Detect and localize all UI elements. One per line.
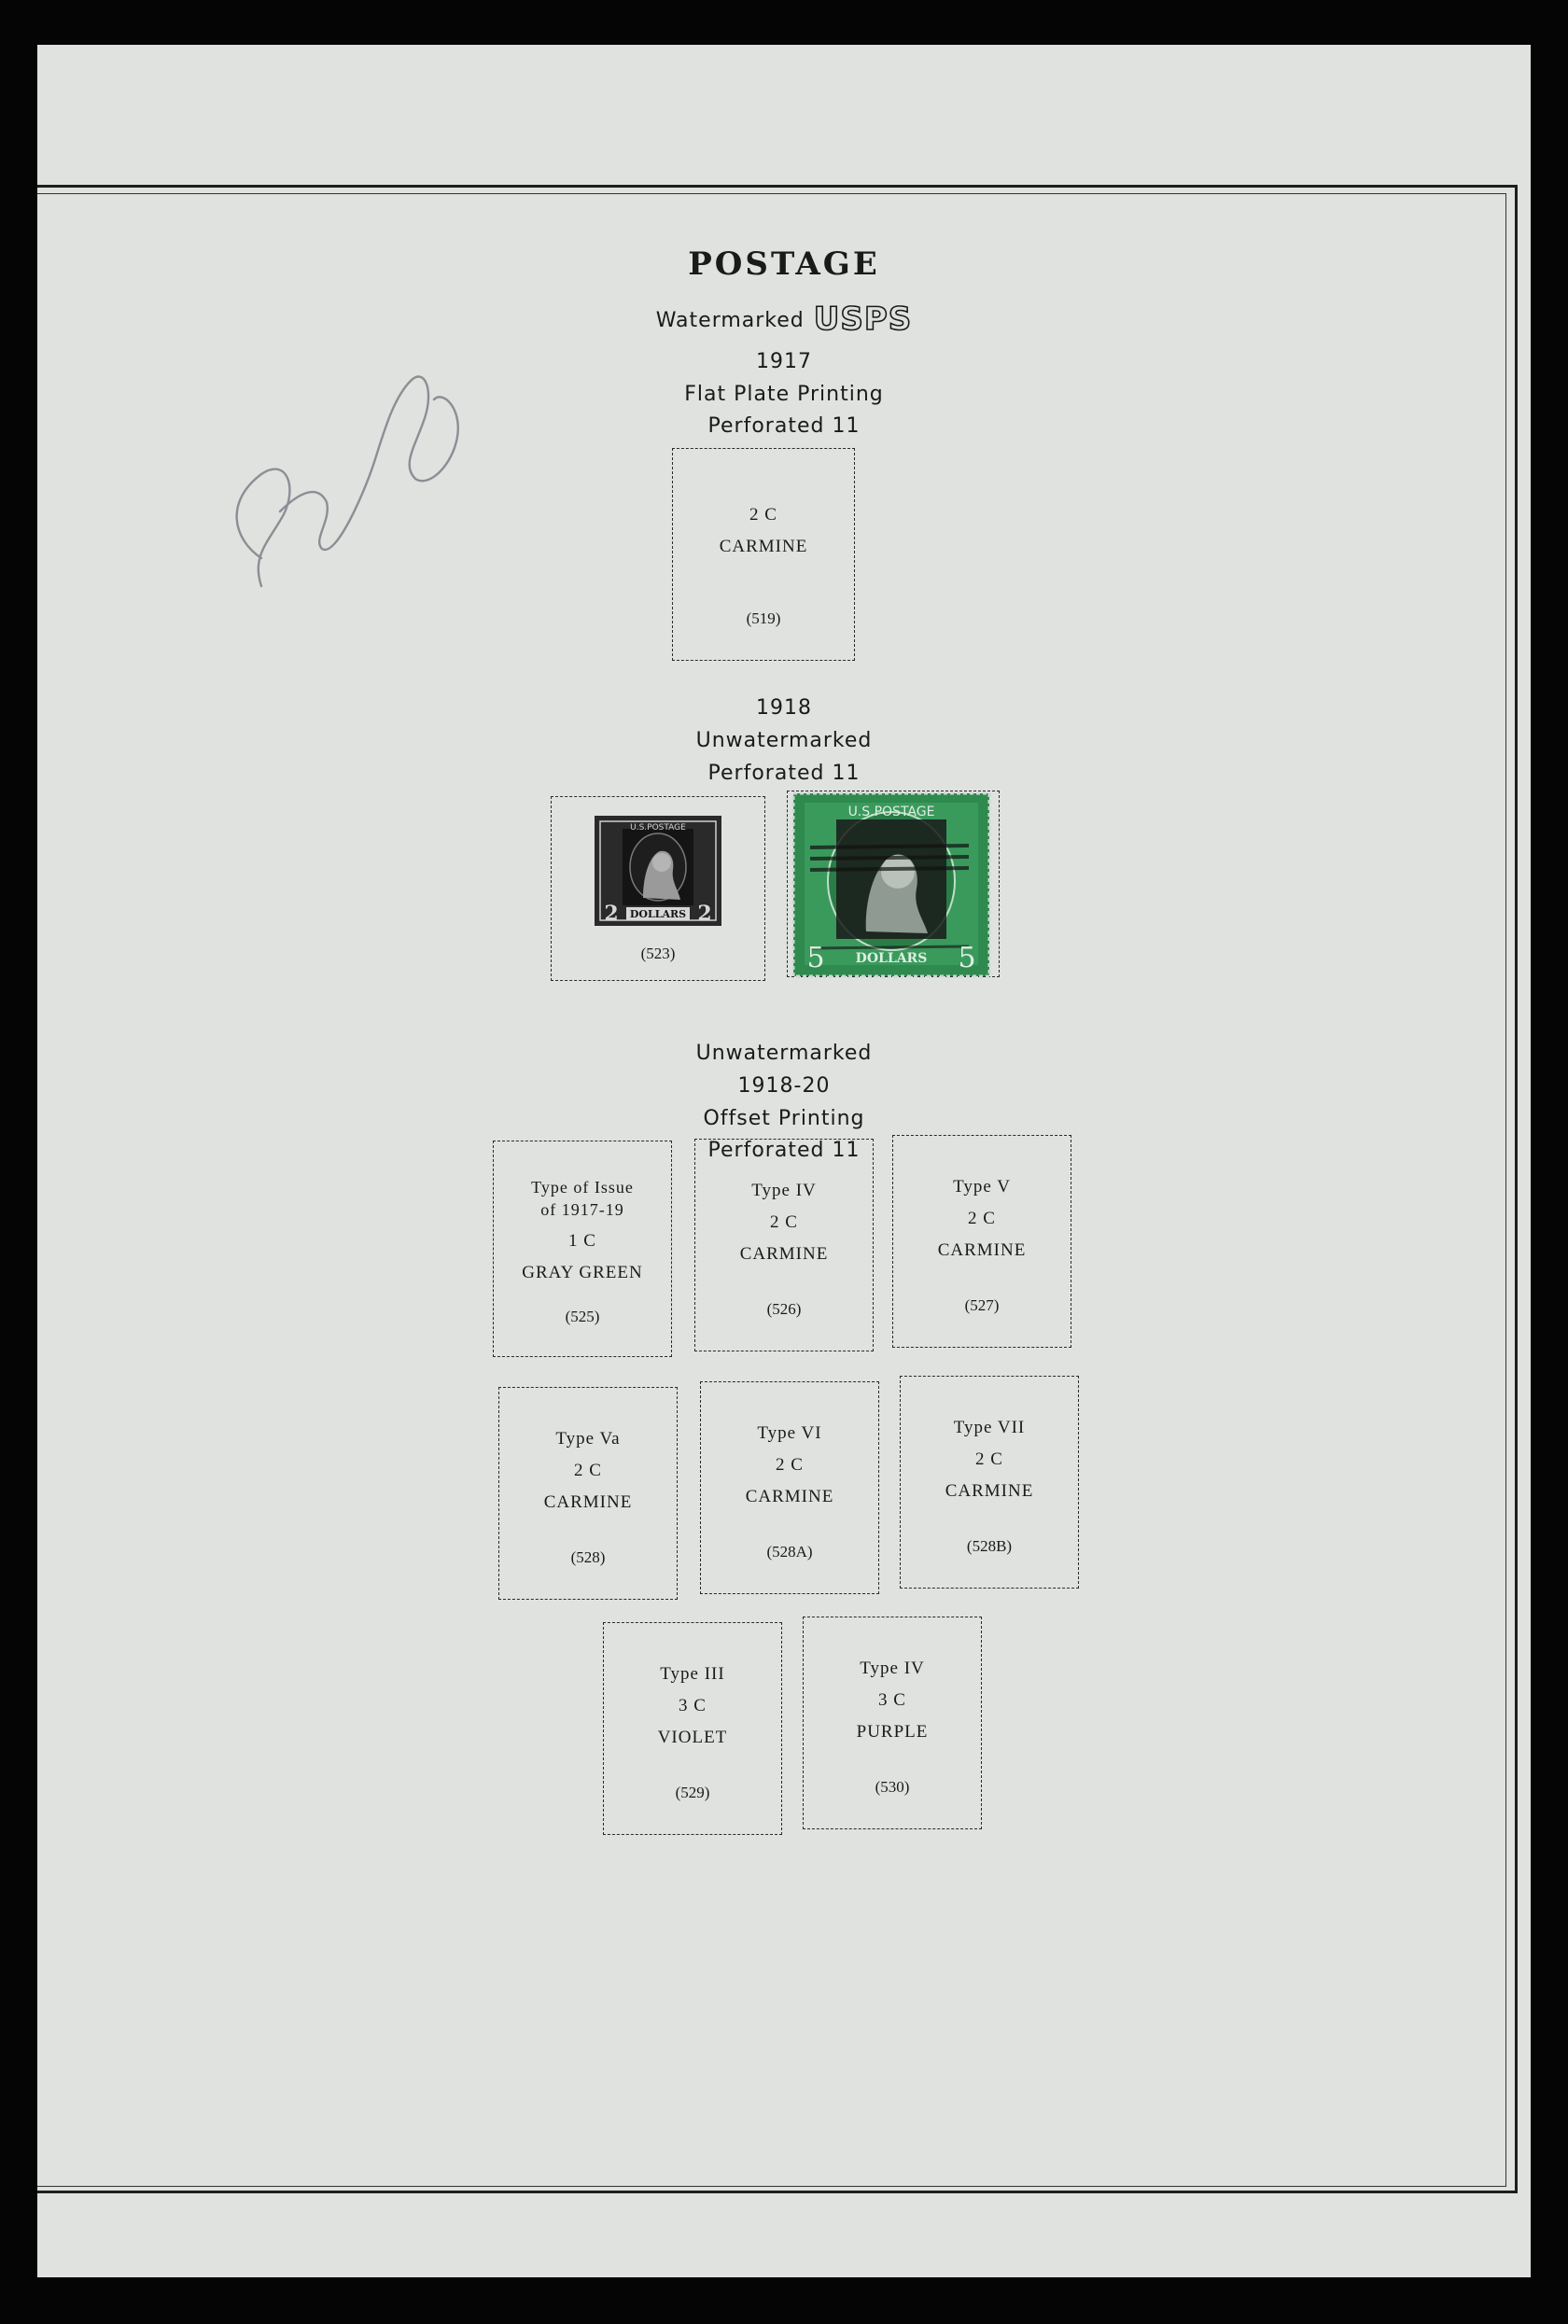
color-label: CARMINE xyxy=(937,1240,1027,1260)
color-label: GRAY GREEN xyxy=(522,1263,643,1282)
perforation-label: Perforated 11 xyxy=(707,414,861,438)
stamp-top-text: U.S.POSTAGE xyxy=(630,823,686,833)
unwatermarked-label-2: Unwatermarked xyxy=(695,1042,873,1065)
value-label: 2 C xyxy=(968,1209,996,1228)
catalog-number: (528) xyxy=(570,1548,606,1566)
color-label: PURPLE xyxy=(856,1722,929,1742)
value-label: 3 C xyxy=(878,1690,906,1710)
catalog-number: (527) xyxy=(964,1296,1000,1314)
stamp-space-519: 2 C CARMINE (519) xyxy=(672,448,855,661)
album-page: POSTAGE Watermarked USPS 1917 Flat Plate … xyxy=(37,45,1531,2277)
value-label: 1 C xyxy=(568,1231,596,1251)
unwatermarked-label: Unwatermarked xyxy=(695,729,873,752)
usps-watermark-mark: USPS xyxy=(813,300,913,339)
type-label: Type VII xyxy=(953,1418,1026,1437)
type-label: Type Va xyxy=(555,1429,621,1449)
value-label: 2 C xyxy=(770,1212,798,1232)
stamp-space-526: Type IV 2 C CARMINE (526) xyxy=(694,1139,874,1351)
watermark-line: Watermarked USPS xyxy=(37,300,1531,339)
catalog-number: (530) xyxy=(875,1778,910,1796)
catalog-number: (525) xyxy=(565,1308,600,1325)
catalog-number: (519) xyxy=(746,609,781,627)
year-1917: 1917 xyxy=(756,350,812,373)
value-label: 2 C xyxy=(776,1455,804,1475)
type-label: Type V xyxy=(953,1177,1011,1197)
stamp-space-525: Type of Issue of 1917-19 1 C GRAY GREEN … xyxy=(493,1141,672,1357)
catalog-number: (528A) xyxy=(766,1543,813,1561)
stamp-space-528A: Type VI 2 C CARMINE (528A) xyxy=(700,1381,879,1594)
stamp-value-right: 2 xyxy=(697,902,711,926)
years-1918-20: 1918-20 xyxy=(737,1074,831,1098)
type-label: Type VI xyxy=(757,1423,822,1443)
catalog-number: (529) xyxy=(675,1784,710,1801)
five-dollar-stamp: U.S.POSTAGE DOLLARS 5 5 xyxy=(791,791,991,978)
stamp-bottom-text: DOLLARS xyxy=(856,951,928,966)
type-label: Type IV xyxy=(860,1659,925,1678)
value-label: 3 C xyxy=(679,1696,707,1715)
stamp-space-527: Type V 2 C CARMINE (527) xyxy=(892,1135,1071,1348)
pencil-notation-mark xyxy=(235,375,459,588)
type-label: Type of Issue xyxy=(531,1178,634,1197)
type-label: Type III xyxy=(660,1664,725,1684)
stamp-top-text: U.S.POSTAGE xyxy=(848,805,935,819)
perforation-label-1918: Perforated 11 xyxy=(707,762,861,785)
catalog-number: (526) xyxy=(766,1300,802,1318)
stamp-space-529: Type III 3 C VIOLET (529) xyxy=(603,1622,782,1835)
stamp-space-528B: Type VII 2 C CARMINE (528B) xyxy=(900,1376,1079,1589)
page-border-inner xyxy=(37,193,1506,2187)
stamp-space-523: (523) xyxy=(551,796,765,981)
color-label: CARMINE xyxy=(543,1492,633,1512)
stamp-space-524 xyxy=(787,791,1000,977)
stamp-value-left: 2 xyxy=(604,902,618,926)
watermark-prefix: Watermarked xyxy=(655,309,805,332)
stamp-value-left: 5 xyxy=(806,942,824,974)
printing-label: Flat Plate Printing xyxy=(684,383,884,406)
color-label: CARMINE xyxy=(745,1487,834,1506)
stamp-bottom-text: DOLLARS xyxy=(630,908,686,920)
perforation-label-1920: Perforated 11 xyxy=(707,1139,861,1162)
year-1918: 1918 xyxy=(756,696,812,720)
value-label: 2 C xyxy=(749,505,777,525)
stamp-value-right: 5 xyxy=(958,942,975,974)
color-label: CARMINE xyxy=(719,537,808,556)
page-title: POSTAGE xyxy=(688,245,880,283)
color-label: VIOLET xyxy=(657,1728,728,1747)
catalog-number: (528B) xyxy=(966,1537,1013,1555)
color-label: CARMINE xyxy=(945,1481,1034,1501)
value-label: 2 C xyxy=(574,1461,602,1480)
stamp-space-530: Type IV 3 C PURPLE (530) xyxy=(803,1617,982,1829)
two-dollar-stamp: U.S.POSTAGE DOLLARS 2 2 xyxy=(595,816,721,926)
stamp-space-528: Type Va 2 C CARMINE (528) xyxy=(498,1387,678,1600)
type-label: Type IV xyxy=(751,1181,817,1200)
color-label: CARMINE xyxy=(739,1244,829,1264)
page-border xyxy=(37,185,1518,2193)
value-label: 2 C xyxy=(975,1449,1003,1469)
offset-printing-label: Offset Printing xyxy=(703,1107,865,1130)
catalog-number: (523) xyxy=(640,945,676,962)
type-label-2: of 1917-19 xyxy=(540,1200,624,1219)
